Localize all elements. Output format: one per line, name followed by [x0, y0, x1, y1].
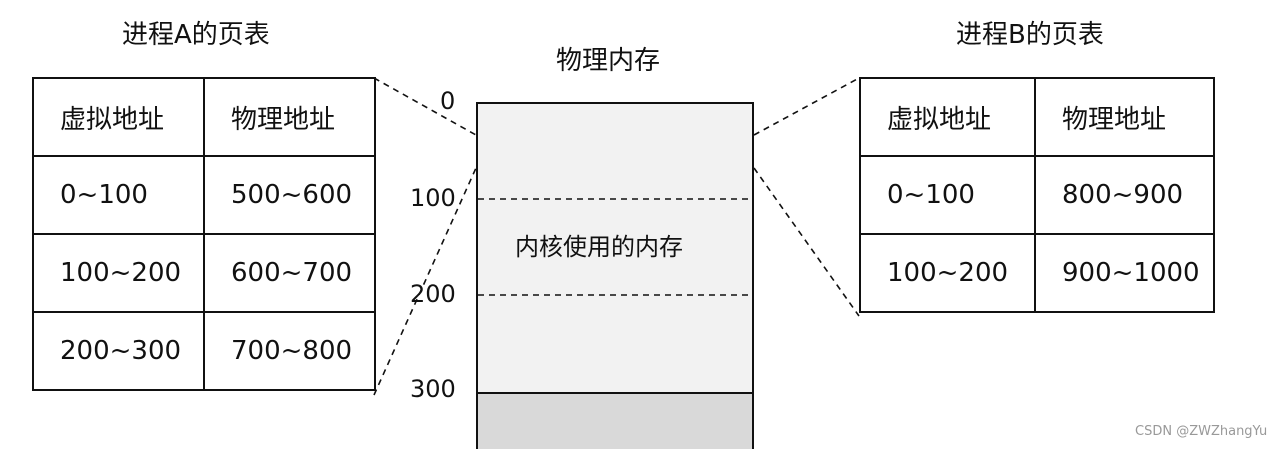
virtual-address-header: 虚拟地址 — [859, 77, 1036, 157]
table-header-row: 虚拟地址 物理地址 — [859, 77, 1215, 157]
process-a-page-table: 虚拟地址 物理地址 0~100 500~600 100~200 600~700 … — [32, 77, 376, 391]
physical-address-cell: 800~900 — [1034, 155, 1215, 235]
memory-tick-300: 300 — [410, 375, 456, 403]
memory-tick-100: 100 — [410, 184, 456, 212]
kernel-memory-label: 内核使用的内存 — [515, 233, 683, 261]
table-row: 200~300 700~800 — [32, 311, 376, 391]
dashed-connector-a-top — [373, 77, 477, 136]
memory-region-lower — [478, 392, 752, 449]
physical-address-cell: 700~800 — [203, 311, 376, 391]
virtual-address-cell: 0~100 — [32, 155, 205, 235]
process-b-page-table: 虚拟地址 物理地址 0~100 800~900 100~200 900~1000 — [859, 77, 1215, 313]
table-row: 0~100 800~900 — [859, 155, 1215, 235]
virtual-address-header: 虚拟地址 — [32, 77, 205, 157]
table-row: 100~200 600~700 — [32, 233, 376, 313]
physical-memory-block: 内核使用的内存 — [476, 102, 754, 449]
table-row: 0~100 500~600 — [32, 155, 376, 235]
dashed-connector-b-top — [753, 77, 860, 136]
physical-address-cell: 600~700 — [203, 233, 376, 313]
table-header-row: 虚拟地址 物理地址 — [32, 77, 376, 157]
process-a-title: 进程A的页表 — [122, 20, 270, 50]
virtual-address-cell: 100~200 — [32, 233, 205, 313]
physical-address-cell: 500~600 — [203, 155, 376, 235]
physical-address-header: 物理地址 — [1034, 77, 1215, 157]
watermark: CSDN @ZWZhangYu — [1135, 424, 1268, 439]
dashed-connector-b-bottom — [753, 167, 860, 317]
physical-memory-title: 物理内存 — [556, 46, 661, 76]
virtual-address-cell: 100~200 — [859, 233, 1036, 313]
physical-address-cell: 900~1000 — [1034, 233, 1215, 313]
physical-address-header: 物理地址 — [203, 77, 376, 157]
memory-tick-0: 0 — [440, 87, 456, 115]
table-row: 100~200 900~1000 — [859, 233, 1215, 313]
virtual-address-cell: 0~100 — [859, 155, 1036, 235]
memory-region-used — [478, 104, 752, 392]
virtual-address-cell: 200~300 — [32, 311, 205, 391]
process-b-title: 进程B的页表 — [956, 20, 1104, 50]
memory-tick-200: 200 — [410, 280, 456, 308]
